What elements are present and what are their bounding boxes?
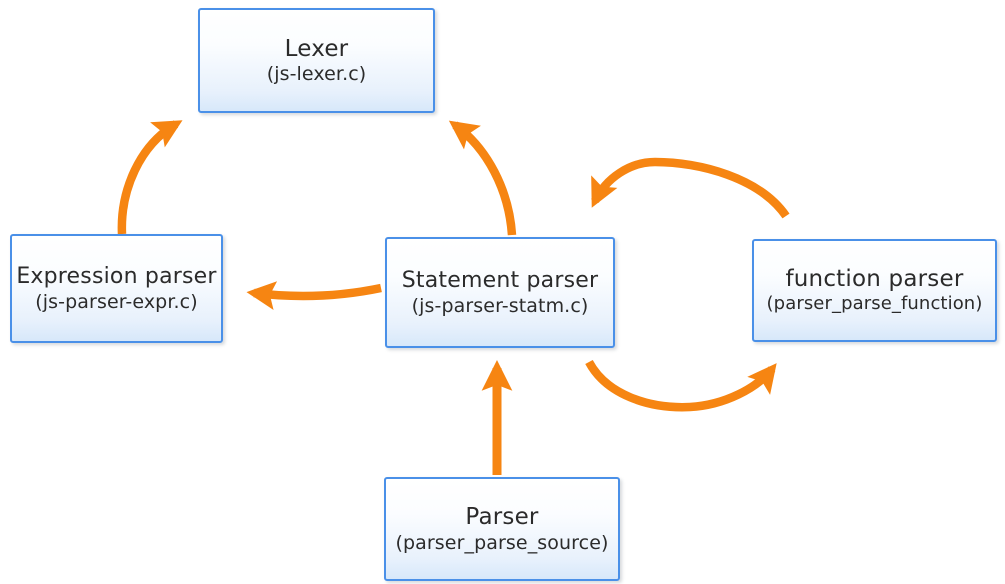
node-statement-parser-subtitle: (js-parser-statm.c) xyxy=(411,294,589,317)
node-lexer-subtitle: (js-lexer.c) xyxy=(266,63,367,86)
node-lexer[interactable]: Lexer (js-lexer.c) xyxy=(198,8,435,113)
edge-expression-to-lexer xyxy=(117,120,183,235)
edge-function-to-statement xyxy=(591,157,790,219)
node-expression-parser-title: Expression parser xyxy=(16,264,217,290)
node-statement-parser-title: Statement parser xyxy=(401,268,599,294)
node-expression-parser[interactable]: Expression parser (js-parser-expr.c) xyxy=(10,234,223,343)
edge-statement-to-lexer xyxy=(448,120,517,236)
node-statement-parser[interactable]: Statement parser (js-parser-statm.c) xyxy=(385,237,615,348)
edge-statement-to-expression xyxy=(246,281,382,311)
node-function-parser[interactable]: function parser (parser_parse_function) xyxy=(752,239,997,342)
node-function-parser-title: function parser xyxy=(785,266,964,293)
node-expression-parser-subtitle: (js-parser-expr.c) xyxy=(35,290,198,313)
node-function-parser-subtitle: (parser_parse_function) xyxy=(766,292,983,314)
node-lexer-title: Lexer xyxy=(284,35,349,62)
node-parser[interactable]: Parser (parser_parse_source) xyxy=(384,477,620,581)
node-parser-title: Parser xyxy=(465,504,539,531)
edge-statement-to-function xyxy=(585,359,777,412)
node-parser-subtitle: (parser_parse_source) xyxy=(395,531,609,554)
